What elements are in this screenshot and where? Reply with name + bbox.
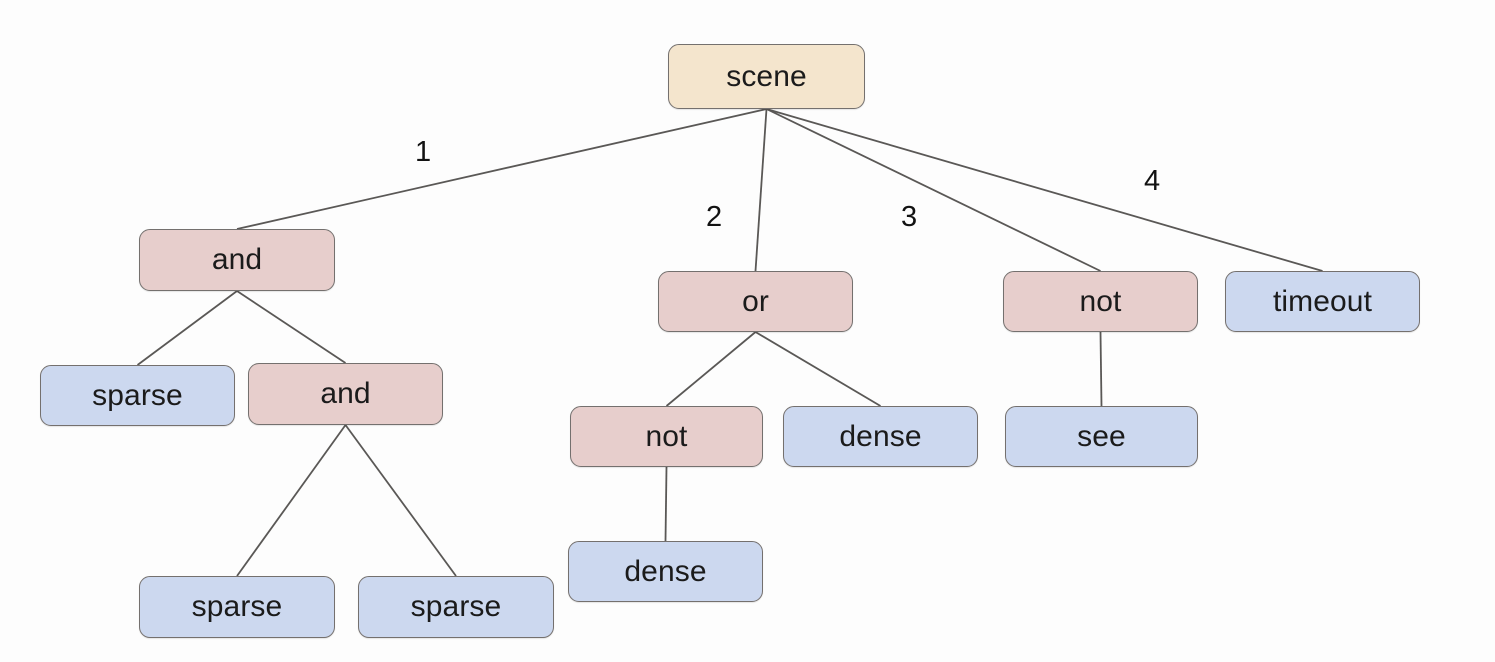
tree-edge-not1-to-see xyxy=(1099,331,1103,407)
tree-node-label: dense xyxy=(839,419,922,453)
tree-node-label: not xyxy=(645,419,688,453)
tree-node-dense1[interactable]: dense xyxy=(783,406,978,467)
tree-edge-scene-to-timeout xyxy=(766,108,1323,272)
tree-edge-and2-to-sparse3 xyxy=(344,424,457,577)
tree-node-sparse3[interactable]: sparse xyxy=(358,576,554,638)
tree-node-timeout[interactable]: timeout xyxy=(1225,271,1420,332)
tree-node-or1[interactable]: or xyxy=(658,271,853,332)
tree-node-label: and xyxy=(211,243,263,276)
tree-node-and1[interactable]: and xyxy=(139,229,335,291)
tree-edge-or1-to-dense1 xyxy=(755,331,881,407)
tree-node-not1[interactable]: not xyxy=(1003,271,1198,332)
tree-node-label: not xyxy=(1079,284,1122,318)
tree-node-label: sparse xyxy=(410,590,502,623)
tree-edge-scene-to-not1 xyxy=(766,108,1101,272)
tree-node-dense2[interactable]: dense xyxy=(568,541,763,602)
tree-node-scene[interactable]: scene xyxy=(668,44,865,109)
tree-node-see[interactable]: see xyxy=(1005,406,1198,467)
tree-node-label: see xyxy=(1077,419,1126,453)
tree-node-not2[interactable]: not xyxy=(570,406,763,467)
tree-edge-and1-to-and2 xyxy=(236,290,346,364)
tree-edge-not2-to-dense2 xyxy=(664,466,668,542)
edge-label-3: 3 xyxy=(901,201,918,233)
tree-node-label: and xyxy=(320,377,371,410)
edge-label-2: 2 xyxy=(706,201,723,233)
tree-node-label: scene xyxy=(726,59,807,93)
tree-edge-and1-to-sparse1 xyxy=(136,290,238,366)
tree-node-label: sparse xyxy=(92,378,183,412)
tree-edge-scene-to-or1 xyxy=(754,108,768,272)
tree-node-sparse2[interactable]: sparse xyxy=(139,576,335,638)
tree-edge-scene-to-and1 xyxy=(236,108,767,230)
tree-edge-and2-to-sparse2 xyxy=(236,424,347,577)
tree-node-sparse1[interactable]: sparse xyxy=(40,365,235,426)
edge-label-4: 4 xyxy=(1144,165,1161,197)
tree-node-label: sparse xyxy=(191,590,283,623)
tree-node-label: timeout xyxy=(1272,284,1373,318)
tree-node-and2[interactable]: and xyxy=(248,363,443,425)
tree-node-label: or xyxy=(742,284,769,318)
tree-edge-or1-to-not2 xyxy=(665,331,757,407)
edge-label-1: 1 xyxy=(415,136,432,168)
tree-node-label: dense xyxy=(624,554,707,588)
